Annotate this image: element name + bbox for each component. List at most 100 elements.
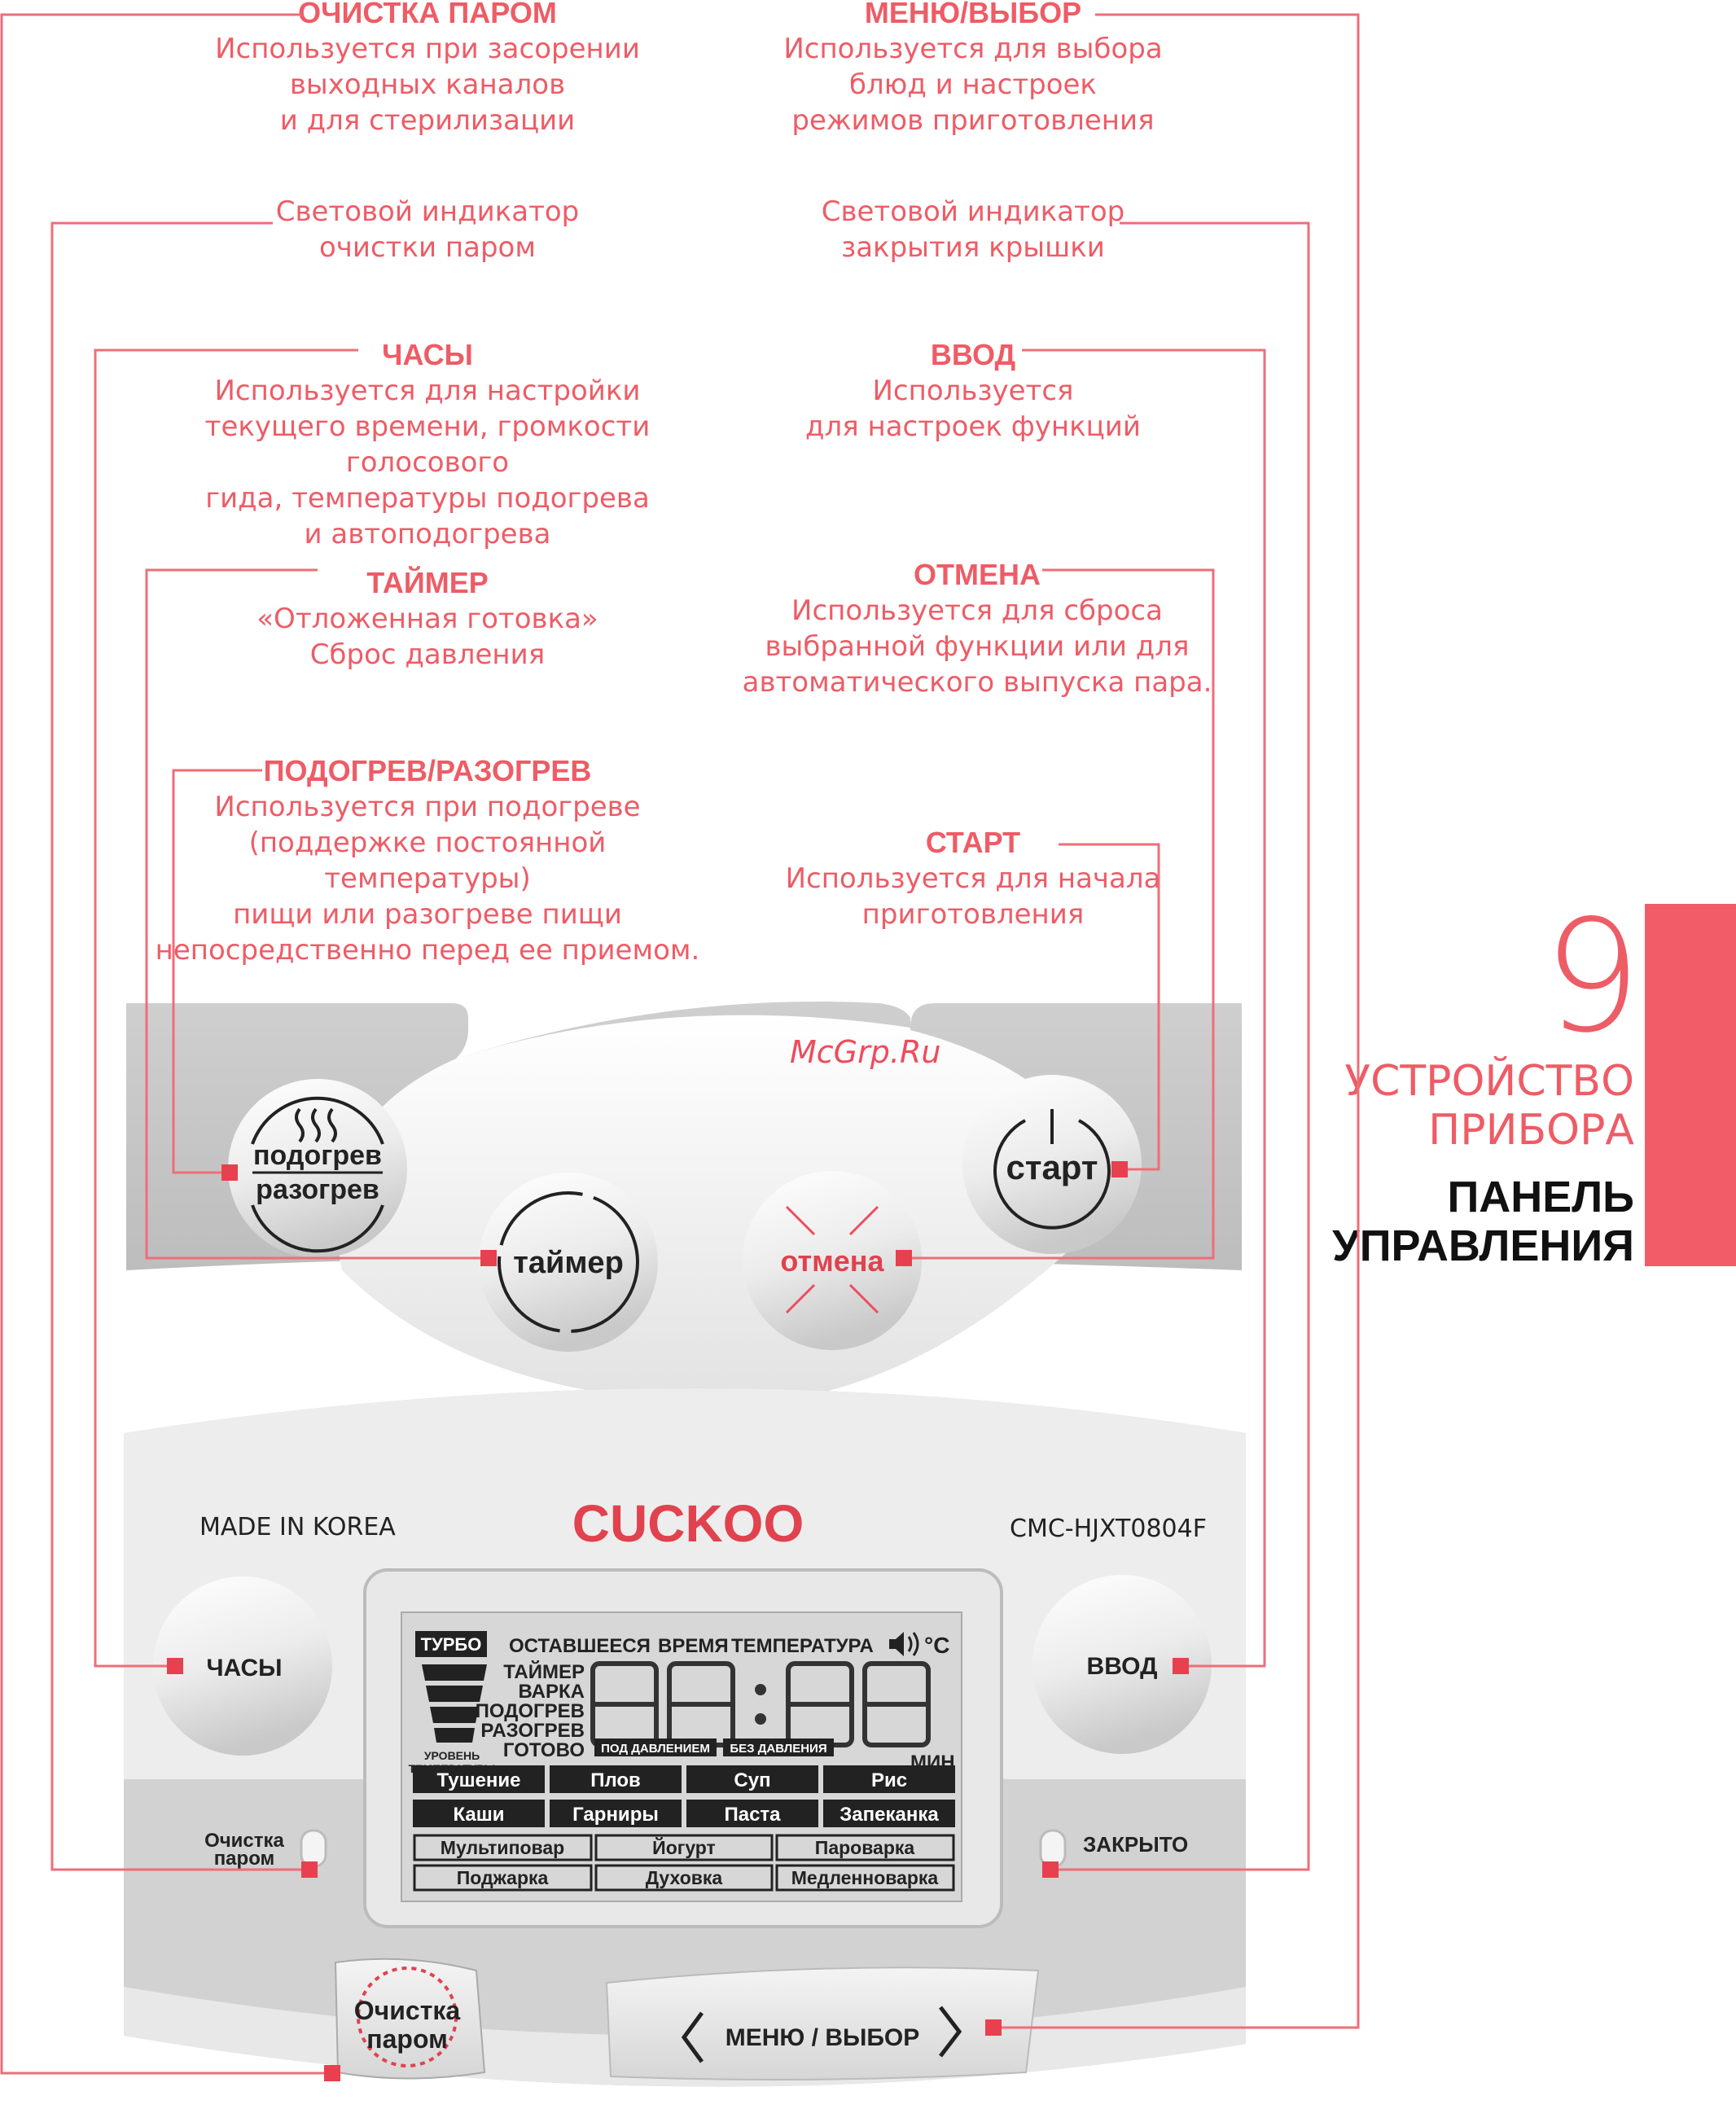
lid-indicator-light	[1039, 1829, 1067, 1868]
program-pilaf: Плов	[590, 1769, 641, 1791]
section-title-text: УСТРОЙСТВО ПРИБОРА	[1344, 1057, 1634, 1155]
caption-desc: Световой индикатор очистки паром	[275, 195, 580, 264]
closed-label: ЗАКРЫТО	[1083, 1832, 1188, 1857]
cancel-button[interactable]: отмена	[743, 1171, 922, 1350]
caption-title: ВВОД	[930, 338, 1016, 371]
caption-menu-select: МЕНЮ/ВЫБОР Используется для выбора блюд …	[753, 0, 1193, 138]
caption-desc: Используется для настроек функций	[804, 375, 1141, 443]
chevron-right-icon	[939, 2006, 962, 2058]
steam-wave-icon	[295, 1107, 337, 1143]
program-multicook: Мультиповар	[441, 1837, 564, 1858]
caption-steam-indicator: Световой индикатор очистки паром	[232, 194, 623, 265]
section-tab	[1645, 904, 1736, 1266]
model-label: CMC-HJXT0804F	[1010, 1515, 1207, 1543]
warm-label-1: подогрев	[253, 1140, 382, 1171]
caption-title: СТАРТ	[925, 826, 1021, 859]
line-warm	[172, 769, 262, 1174]
caption-title: МЕНЮ/ВЫБОР	[864, 0, 1082, 29]
timer-label: таймер	[513, 1246, 624, 1280]
lcd-temperature: ТЕМПЕРАТУРА	[731, 1635, 874, 1657]
caption-clock: ЧАСЫ Используется для настройки текущего…	[126, 337, 729, 552]
lcd-no-pressure: БЕЗ ДАВЛЕНИЯ	[730, 1742, 826, 1756]
start-label: старт	[1006, 1148, 1098, 1186]
program-garnish: Гарниры	[572, 1804, 659, 1826]
lcd-remaining: ОСТАВШЕЕСЯ	[509, 1635, 651, 1657]
lcd-level-line1: УРОВЕНЬ	[424, 1749, 480, 1762]
caption-title: ОТМЕНА	[914, 558, 1041, 591]
line-steam-indicator	[50, 221, 309, 1871]
caption-start: СТАРТ Используется для начала приготовле…	[769, 825, 1177, 932]
line-timer	[145, 568, 489, 1260]
temperature-level-icon	[422, 1664, 487, 1743]
program-steamer: Пароварка	[815, 1837, 915, 1858]
program-pasta: Паста	[724, 1804, 781, 1826]
steam-clean-label-2: паром	[366, 2024, 447, 2054]
lcd-status-warm: ПОДОГРЕВ	[476, 1700, 585, 1722]
menu-select-label: МЕНЮ / ВЫБОР	[726, 2024, 920, 2051]
power-icon	[993, 1119, 1111, 1230]
lcd-status-cook: ВАРКА	[519, 1681, 585, 1703]
line-steam-clean	[0, 13, 334, 2075]
menu-select-button[interactable]: МЕНЮ / ВЫБОР	[605, 1966, 1040, 2080]
line-cancel	[904, 568, 1215, 1260]
caption-desc: Используется для выбора блюд и настроек …	[783, 33, 1163, 137]
caption-title: ЧАСЫ	[382, 338, 473, 371]
section-title: УСТРОЙСТВО ПРИБОРА	[1344, 1057, 1634, 1155]
speaker-icon	[889, 1632, 919, 1656]
start-button[interactable]: старт	[962, 1075, 1142, 1254]
caption-title: ОЧИСТКА ПАРОМ	[298, 0, 557, 29]
program-oven: Духовка	[646, 1867, 723, 1888]
program-fry: Поджарка	[457, 1867, 549, 1888]
warm-arc-bottom	[251, 1204, 384, 1253]
clock-label: ЧАСЫ	[206, 1655, 282, 1682]
caption-timer: ТАЙМЕР «Отложенная готовка» Сброс давлен…	[216, 565, 639, 673]
program-grid	[413, 1765, 955, 1892]
caption-desc: Используется при засорении выходных кана…	[215, 33, 640, 137]
warm-button[interactable]: подогрев разогрев	[228, 1079, 407, 1258]
subsection-title-text: ПАНЕЛЬ УПРАВЛЕНИЯ	[1332, 1173, 1634, 1270]
turbo-badge	[415, 1631, 487, 1657]
lcd-time: ВРЕМЯ	[658, 1635, 729, 1657]
caption-desc: Световой индикатор закрытия крышки	[821, 195, 1125, 264]
caption-lid-indicator: Световой индикатор закрытия крышки	[778, 194, 1168, 265]
callout-markers	[167, 1161, 1189, 2081]
caption-enter: ВВОД Используется для настроек функций	[769, 337, 1177, 445]
line-start	[1059, 843, 1160, 1171]
page-number: 9	[1543, 887, 1642, 1067]
caption-title: ПОДОГРЕВ/РАЗОГРЕВ	[263, 754, 592, 787]
steam-clean-button[interactable]: Очистка паром	[334, 1958, 486, 2080]
caption-desc: Используется для начала приготовления	[785, 862, 1161, 931]
caption-cancel: ОТМЕНА Используется для сброса выбранной…	[729, 557, 1225, 700]
program-casserole: Запеканка	[840, 1804, 939, 1826]
steam-indicator-light	[300, 1829, 327, 1868]
chevron-left-icon	[681, 2011, 704, 2063]
lcd-status-timer: ТАЙМЕР	[503, 1660, 585, 1683]
enter-button[interactable]: ВВОД	[1032, 1575, 1212, 1754]
line-lid-indicator	[1050, 221, 1310, 1871]
enter-label: ВВОД	[1087, 1653, 1158, 1680]
subsection-title: ПАНЕЛЬ УПРАВЛЕНИЯ	[1332, 1173, 1634, 1270]
brand-logo: CUCKOO	[572, 1494, 804, 1553]
timer-button[interactable]: таймер	[479, 1173, 658, 1352]
program-yogurt: Йогурт	[652, 1836, 716, 1858]
program-stew: Тушение	[436, 1769, 520, 1791]
lcd-status-done: ГОТОВО	[503, 1739, 585, 1761]
timer-dial-icon	[498, 1191, 639, 1333]
clock-button[interactable]: ЧАСЫ	[153, 1576, 332, 1756]
no-pressure-badge	[723, 1738, 834, 1756]
steam-indicator-label-1: Очистка	[204, 1830, 284, 1852]
caption-desc: Используется для сброса выбранной функци…	[742, 594, 1212, 699]
callout-lines	[0, 13, 1360, 2075]
line-enter	[1022, 349, 1266, 1668]
lcd-colon-bottom	[755, 1713, 766, 1725]
cancel-x-icon	[785, 1205, 879, 1314]
program-porridge: Каши	[453, 1804, 504, 1826]
caption-desc: «Отложенная готовка» Сброс давления	[256, 603, 598, 671]
program-soup: Суп	[734, 1769, 770, 1791]
line-clock	[94, 349, 358, 1668]
caption-warm: ПОДОГРЕВ/РАЗОГРЕВ Используется при подог…	[142, 753, 712, 968]
program-rice: Рис	[871, 1769, 907, 1791]
lcd-screen	[401, 1611, 962, 1902]
steam-clean-label-1: Очистка	[354, 1996, 461, 2025]
